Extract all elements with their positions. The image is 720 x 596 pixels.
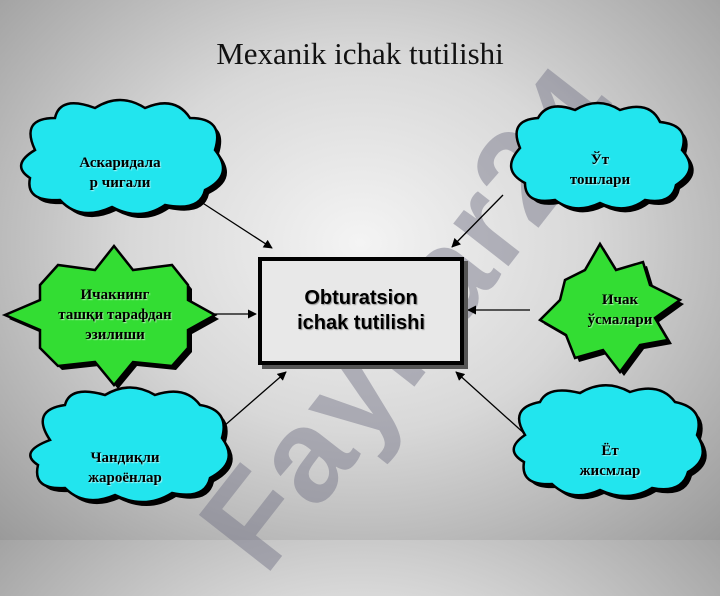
- node-adhesions-line2: жароёнлар: [88, 470, 162, 486]
- node-gallstones-line2: тошлари: [569, 172, 631, 188]
- center-label-line1: Obturatsion: [304, 287, 418, 309]
- center-box: Obturatsion ichak tutilishi: [258, 257, 464, 365]
- node-label-external-compression: Ичакнинг ташқи тарафдан эзилиши: [30, 285, 200, 345]
- cloud-adhesions: [29, 386, 233, 507]
- arrow-foreign: [455, 371, 527, 436]
- node-external-line1: Ичакнинг: [80, 287, 150, 303]
- slide: Fayllar24 Mexanik ichak tutilishi: [1, 36, 707, 595]
- node-foreign-line1: Ёт: [601, 443, 619, 459]
- cloud-foreign: [512, 384, 707, 501]
- cloud-gallstones: [510, 101, 694, 213]
- node-ascarid-line2: р чигали: [89, 175, 151, 191]
- node-tumors-line1: Ичак: [601, 292, 639, 308]
- node-label-ascarid: Аскаридала р чигали: [45, 153, 195, 193]
- center-label: Obturatsion ichak tutilishi: [297, 286, 425, 336]
- node-external-line3: эзилиши: [85, 327, 145, 343]
- arrow-gallstones: [451, 194, 504, 248]
- arrow-ascarid: [197, 199, 273, 249]
- diagram-graphics: [1, 98, 707, 507]
- star-external-compression: [1, 243, 219, 389]
- node-label-scar-adhesions: Чандиқли жароёнлар: [45, 448, 205, 488]
- cloud-ascarid: [20, 98, 227, 219]
- node-tumors-line2: ўсмалари: [587, 312, 653, 328]
- star-intestinal-tumors: [537, 241, 684, 376]
- node-foreign-line2: жисмлар: [579, 463, 641, 479]
- node-adhesions-line1: Чандиқли: [90, 450, 160, 466]
- node-label-gallstones: Ўт тошлари: [530, 150, 670, 190]
- node-ascarid-line1: Аскаридала: [79, 155, 161, 171]
- slide-title: Mexanik ichak tutilishi: [216, 36, 504, 71]
- center-label-line2: ichak tutilishi: [297, 312, 425, 334]
- node-gallstones-line1: Ўт: [590, 152, 610, 168]
- node-label-intestinal-tumors: Ичак ўсмалари: [555, 290, 685, 330]
- node-external-line2: ташқи тарафдан: [58, 307, 172, 323]
- node-label-foreign-bodies: Ёт жисмлар: [540, 441, 680, 481]
